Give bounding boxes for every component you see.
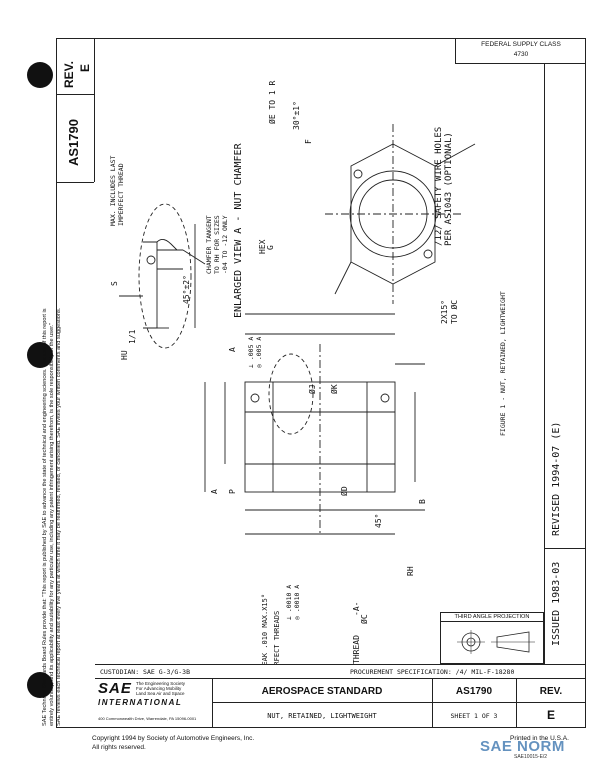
- watermark-logo: SAE NORM: [480, 738, 565, 755]
- header-divider: [56, 94, 94, 95]
- label-30: 30°±1°: [292, 101, 301, 130]
- titleblock-col-divider: [212, 678, 213, 728]
- note-chamfer-1: CHAMFER TANGENT: [205, 215, 213, 274]
- label-s: S: [110, 281, 119, 286]
- header-rev-label: REV.: [62, 61, 76, 88]
- enlarged-view-title: ENLARGED VIEW A - NUT CHAMFER: [233, 142, 244, 318]
- label-d: ØD: [339, 486, 349, 496]
- titleblock-mid-divider: [212, 702, 586, 703]
- sae-international: INTERNATIONAL: [98, 698, 183, 707]
- federal-supply-value: 4730: [513, 51, 529, 58]
- label-f: F: [304, 139, 313, 144]
- titleblock-top: [95, 664, 586, 665]
- technical-drawing: S HU 1/1 45°±2° MAX. INCLUDES LAST IMPER…: [109, 80, 507, 664]
- label-b: B: [418, 499, 427, 504]
- label-a-leader: A: [228, 347, 237, 352]
- sheet-number: SHEET 1 OF 3: [450, 712, 498, 720]
- label-j: ØJ: [307, 384, 317, 394]
- label-e: ØE TO 1 R: [267, 80, 277, 124]
- sae-tagline-2: For Advancing Mobility: [136, 686, 182, 691]
- note-chamfer-2: TO RH FOR SIZES: [213, 215, 221, 274]
- label-45-2: 45°±2°: [182, 275, 191, 304]
- all-rights-reserved: All rights reserved.: [92, 744, 146, 751]
- sae-logo-block: SAE The Engineering Society For Advancin…: [96, 680, 212, 726]
- sae-logo: SAE: [98, 680, 132, 697]
- titleblock-rev-value: E: [546, 708, 555, 722]
- fcf-2: ◎ .005 A: [255, 337, 263, 368]
- side-column-border: [544, 64, 545, 664]
- punch-hole: [27, 62, 53, 88]
- break-note: BREAK .010 MAX.X15°: [261, 594, 269, 664]
- sae-tagline-3: Land Sea Air and Space: [136, 691, 185, 696]
- titleblock-col-divider: [516, 678, 517, 728]
- detail-a-callout: [268, 353, 314, 435]
- header-column-border: [94, 38, 95, 182]
- titleblock-rev-label: REV.: [539, 686, 563, 697]
- drawing-frame: [56, 38, 586, 728]
- third-angle-projection-box: THIRD ANGLE PROJECTION: [440, 612, 544, 664]
- punch-hole: [27, 672, 53, 698]
- label-1-1: 1/1: [128, 329, 137, 344]
- procurement-spec: PROCUREMENT SPECIFICATION: /4/ MIL-F-182…: [350, 668, 515, 676]
- side-divider: [544, 548, 586, 549]
- revised-date: REVISED 1994-07 (E): [551, 421, 562, 536]
- label-k: ØK: [329, 384, 339, 394]
- sae-address: 400 Commonwealth Drive, Warrendale, PA 1…: [98, 716, 197, 721]
- titleblock-row-divider: [95, 678, 586, 679]
- disclaimer-line-1: SAE Technical Standards Board Rules prov…: [42, 308, 48, 726]
- note-chamfer-3: -04 TO -12 ONLY: [221, 215, 229, 274]
- label-c: ØC: [359, 614, 369, 624]
- printed-in: Printed in the U.S.A.: [510, 735, 569, 742]
- label-45: 45°: [374, 514, 383, 528]
- watermark-code: SAE10015-E/2: [514, 754, 548, 760]
- aerospace-standard: AEROSPACE STANDARD: [261, 686, 383, 697]
- fcf-4: ◎ .0010 A: [293, 585, 301, 620]
- federal-supply-box: FEDERAL SUPPLY CLASS 4730: [455, 38, 586, 64]
- thread-label: THREAD: [352, 635, 361, 664]
- titleblock-col-divider: [432, 678, 433, 728]
- label-a: A: [210, 489, 219, 494]
- thread-datum: -A-: [352, 602, 361, 616]
- issued-date: ISSUED 1983-03: [551, 561, 562, 646]
- note-max: MAX. INCLUDES LAST: [109, 155, 117, 226]
- label-g: G: [266, 245, 275, 250]
- header-divider: [56, 182, 94, 183]
- label-p: P: [228, 489, 237, 494]
- label-2x15: 2X15°: [440, 300, 449, 324]
- custodian: CUSTODIAN: SAE G-3/G-3B: [100, 668, 191, 676]
- label-hex: HEX: [258, 239, 267, 254]
- label-rh: RH: [406, 566, 415, 576]
- detail-a-profile: [143, 241, 158, 329]
- third-angle-symbol: [457, 630, 535, 654]
- copyright: Copyright 1994 by Society of Automotive …: [92, 735, 255, 742]
- header-doc-number: AS1790: [66, 119, 81, 166]
- safety-note-1: /12/ SAFETY WIRE HOLES: [434, 127, 444, 246]
- punch-hole: [27, 342, 53, 368]
- document-title: NUT, RETAINED, LIGHTWEIGHT: [267, 712, 377, 720]
- sae-tagline-1: The Engineering Society: [136, 681, 186, 686]
- note-imperfect: IMPERFECT THREAD: [117, 163, 125, 226]
- federal-supply-label: FEDERAL SUPPLY CLASS: [481, 41, 561, 48]
- figure-caption: FIGURE 1 - NUT, RETAINED, LIGHTWEIGHT: [499, 291, 507, 436]
- fcf-3: ⊥ .0010 A: [285, 585, 293, 620]
- safety-note-2: PER AS1043 (OPTIONAL): [444, 132, 454, 246]
- label-hu: HU: [120, 350, 129, 360]
- label-to-c: TO ØC: [449, 300, 459, 324]
- perfect-thread: PERFECT THREADS: [273, 611, 281, 664]
- titleblock-doc-number: AS1790: [455, 686, 493, 697]
- third-angle-label: THIRD ANGLE PROJECTION: [441, 613, 543, 622]
- detail-a-ellipse: [138, 203, 192, 349]
- disclaimer-line-2: entirely voluntary, and its applicabilit…: [49, 322, 55, 726]
- header-rev-value: E: [78, 63, 92, 72]
- fcf-1: ⊥ .005 A: [247, 337, 255, 368]
